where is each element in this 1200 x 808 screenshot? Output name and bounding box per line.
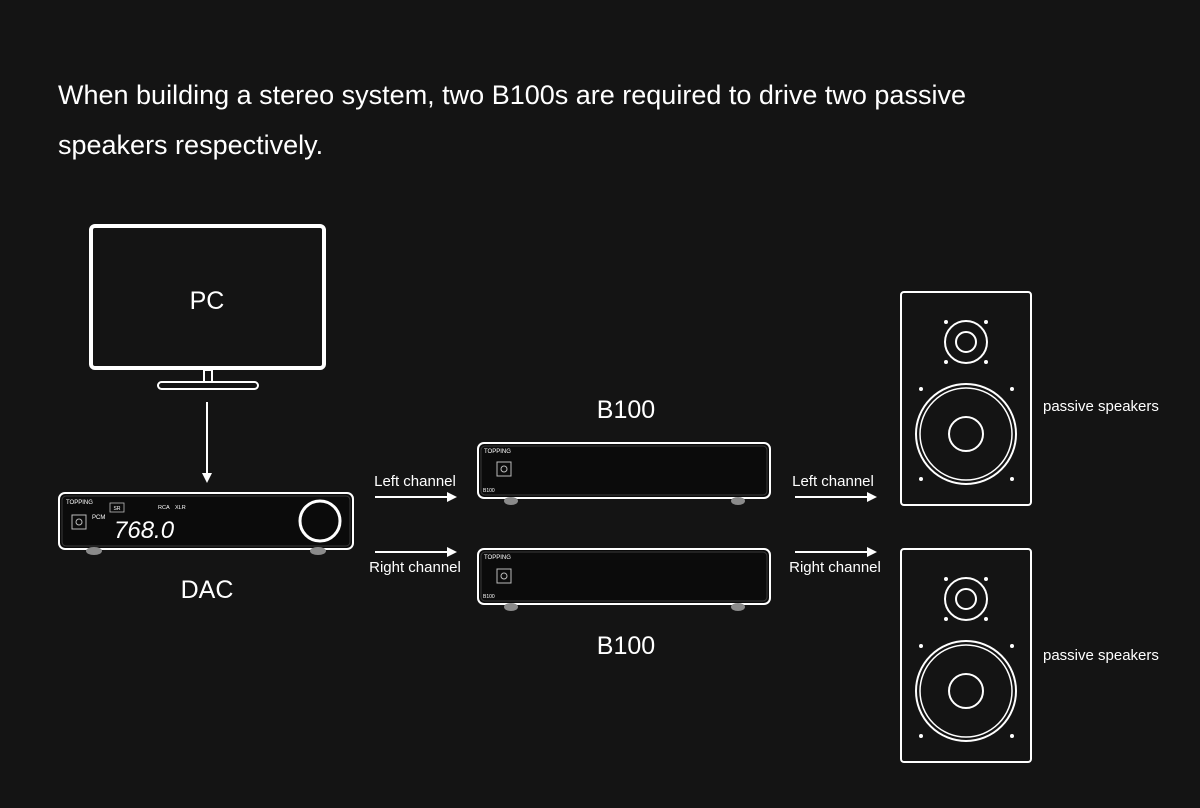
amp-bottom-to-speaker-label: Right channel (789, 559, 881, 576)
dac-to-amp-top-arrow: Left channel (374, 473, 457, 502)
amp-bottom-label: B100 (597, 632, 655, 660)
dac-foot-right (310, 547, 326, 555)
amp-top-foot-right (731, 497, 745, 505)
speaker-top: passive speakers (900, 291, 1159, 506)
dac-rate-badge-frame (109, 502, 125, 513)
dac-out-rca: RCA (158, 505, 170, 511)
amp-bottom-model-text: B100 (483, 594, 495, 600)
dac-front-bezel (61, 495, 351, 547)
power-icon (496, 461, 512, 477)
woofer-icon (915, 640, 1017, 742)
amp-top-to-speaker-label: Left channel (792, 473, 874, 490)
speaker-bottom-cabinet (900, 548, 1032, 763)
amp-top-body (477, 442, 771, 499)
dac-to-amp-bottom-label: Right channel (369, 559, 461, 576)
amp-top-brand-text: TOPPING (484, 449, 511, 455)
tweeter-icon (944, 320, 988, 364)
speaker-top-cabinet (900, 291, 1032, 506)
dac-display-value: 768.0 (114, 517, 175, 544)
speaker-bottom-label: passive speakers (1043, 647, 1159, 664)
speaker-bottom: passive speakers (900, 548, 1159, 763)
amp-bottom-brand-text: TOPPING (484, 555, 511, 561)
amp-bottom-foot-left (504, 603, 518, 611)
power-icon (496, 568, 512, 584)
amp-top-device: B100 TOPPING B100 (477, 396, 771, 505)
monitor-screen (89, 224, 326, 370)
dac-brand-text: TOPPING (66, 500, 93, 506)
power-icon-glyph (75, 518, 83, 526)
amp-bottom-foot-right (731, 603, 745, 611)
dac-label: DAC (181, 576, 234, 604)
dac-device: TOPPING PCM SR 768.0 RCA XLR DAC (58, 492, 354, 604)
dac-body (58, 492, 354, 550)
pc-monitor: PC (89, 224, 326, 390)
monitor-stand (157, 381, 259, 390)
amp-top-to-speaker-arrow: Left channel (792, 473, 877, 502)
amp-top-foot-left (504, 497, 518, 505)
dac-out-xlr: XLR (175, 505, 186, 511)
amp-bottom-device: TOPPING B100 B100 (477, 548, 771, 660)
speaker-top-label: passive speakers (1043, 398, 1159, 415)
monitor-neck (203, 369, 213, 383)
woofer-icon (915, 383, 1017, 485)
tweeter-icon (944, 577, 988, 621)
headline: When building a stereo system, two B100s… (58, 80, 966, 160)
pc-to-dac-arrow (202, 402, 212, 483)
amp-bottom-body (477, 548, 771, 605)
dac-format-text: PCM (92, 515, 105, 521)
amp-bottom-to-speaker-arrow: Right channel (789, 547, 881, 576)
power-icon (71, 514, 87, 530)
dac-to-amp-bottom-arrow: Right channel (369, 547, 461, 576)
amp-top-model-text: B100 (483, 488, 495, 494)
volume-knob-icon (298, 499, 342, 543)
dac-to-amp-top-label: Left channel (374, 473, 456, 490)
dac-foot-left (86, 547, 102, 555)
pc-label: PC (190, 287, 225, 315)
dac-rate-badge: SR (114, 506, 121, 512)
amp-top-label: B100 (597, 396, 655, 424)
